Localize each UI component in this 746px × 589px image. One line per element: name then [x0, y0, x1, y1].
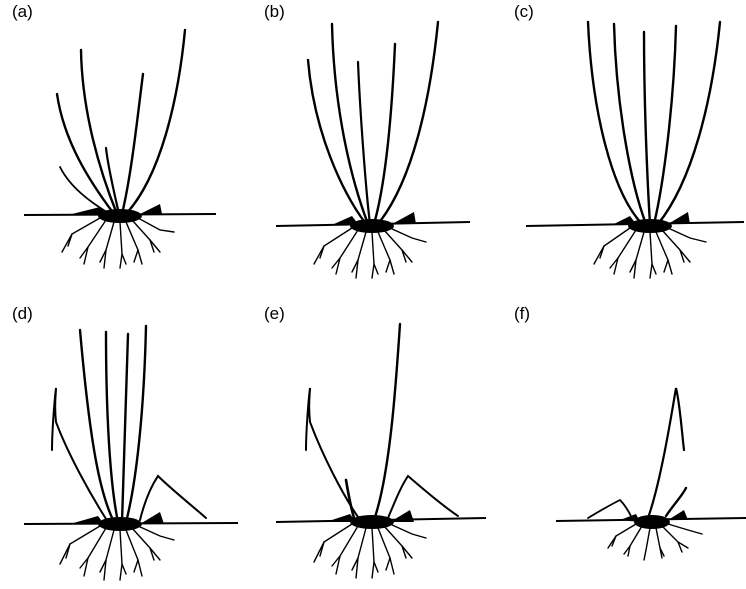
plant-diagram-e	[262, 304, 502, 589]
panel-a: (a)	[10, 2, 250, 287]
roots	[62, 218, 174, 268]
roots	[314, 524, 426, 578]
shoots	[306, 324, 458, 520]
plant-diagram-c	[512, 2, 746, 287]
crown	[614, 212, 690, 233]
plant-diagram-a	[10, 2, 250, 287]
roots	[608, 524, 702, 560]
crown	[334, 212, 416, 233]
panel-e: (e)	[262, 304, 502, 589]
shoots	[57, 30, 185, 214]
plant-diagram-f	[512, 304, 746, 589]
shoots	[588, 388, 686, 518]
panel-d: (d)	[10, 304, 250, 589]
roots	[60, 526, 174, 580]
shoots	[308, 22, 438, 224]
shoots	[52, 326, 206, 522]
shoots	[588, 22, 720, 224]
crown	[326, 510, 414, 529]
plant-diagram-d	[10, 304, 250, 589]
panel-b: (b)	[262, 2, 502, 287]
roots	[314, 228, 426, 278]
panel-c: (c)	[512, 2, 746, 287]
plant-diagram-b	[262, 2, 502, 287]
roots	[594, 228, 706, 278]
panel-f: (f)	[512, 304, 746, 589]
